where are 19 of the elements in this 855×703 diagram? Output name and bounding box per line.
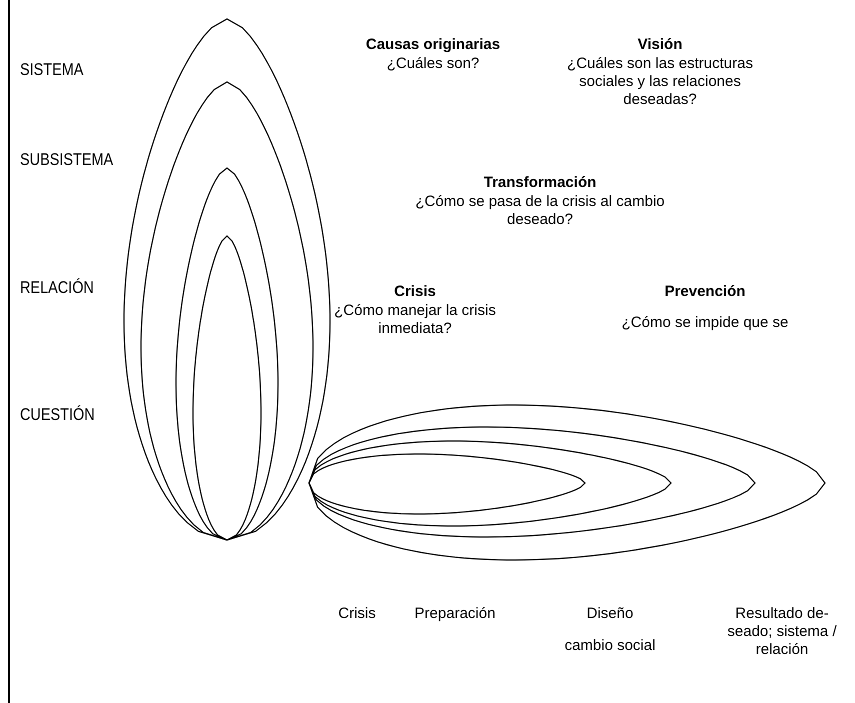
question-text: Preparación xyxy=(414,605,496,623)
section-heading: Causas originarias xyxy=(364,36,502,54)
question-text: cambio social xyxy=(564,637,656,655)
question-text: ¿Cómo se pasa de la crisis al cambio deseado? xyxy=(415,193,665,229)
question-text: Crisis xyxy=(337,605,377,623)
section-heading: Crisis xyxy=(393,283,437,301)
question-text: Diseño xyxy=(586,605,634,623)
section-heading: Transformación xyxy=(482,174,598,192)
question-text: ¿Cuáles son? xyxy=(386,55,480,73)
question-text: ¿Cuáles son las estructuras sociales y las relaciones deseadas? xyxy=(566,55,754,109)
question-text: ¿Cómo se impide que se xyxy=(620,314,790,332)
level-label: CUESTIÓN xyxy=(20,405,95,426)
question-text: ¿Cómo manejar la crisis inmediata? xyxy=(333,302,497,338)
section-heading: Prevención xyxy=(664,283,746,301)
section-heading: Visión xyxy=(636,36,684,54)
question-text: Resultado de- seado; sistema / relación xyxy=(726,605,838,659)
level-label: SISTEMA xyxy=(20,60,84,80)
level-label: SUBSISTEMA xyxy=(20,150,114,170)
level-label: RELACIÓN xyxy=(20,278,94,298)
